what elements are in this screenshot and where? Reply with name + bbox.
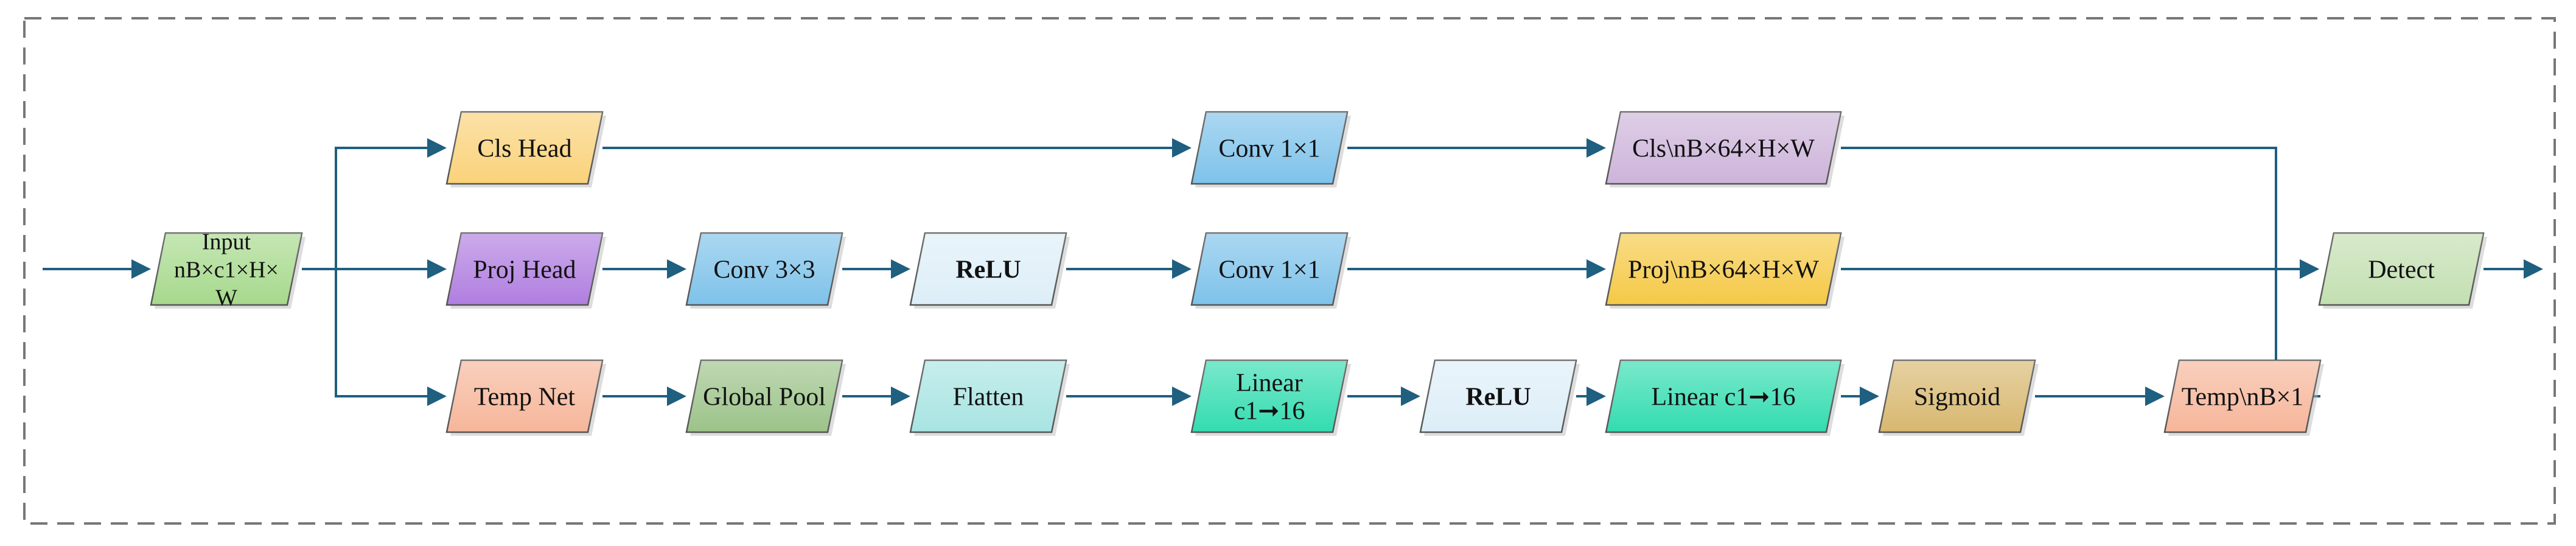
relu-bot-label: ReLU bbox=[1465, 383, 1531, 411]
diagram-frame bbox=[23, 17, 2556, 525]
node-temp-out: Temp\nB×1 bbox=[2163, 359, 2324, 436]
node-temp-net: Temp Net bbox=[445, 359, 606, 436]
global-pool-label: Global Pool bbox=[703, 383, 826, 411]
node-conv1-mid: Conv 1×1 bbox=[1190, 232, 1351, 309]
detect-label: Detect bbox=[2368, 256, 2435, 284]
node-relu-bot: ReLU bbox=[1419, 359, 1580, 436]
node-detect: Detect bbox=[2318, 232, 2487, 309]
node-conv3: Conv 3×3 bbox=[685, 232, 846, 309]
sigmoid-label: Sigmoid bbox=[1914, 383, 2000, 411]
conv1-mid-label: Conv 1×1 bbox=[1218, 256, 1320, 284]
node-cls-out: Cls\nB×64×H×W bbox=[1605, 111, 1845, 187]
conv3-label: Conv 3×3 bbox=[713, 256, 815, 284]
linear1-label: Linear bbox=[1236, 369, 1303, 397]
proj-head-label: Proj Head bbox=[473, 256, 576, 284]
cls-out-label: Cls\nB×64×H×W bbox=[1632, 135, 1815, 163]
node-cls-head: Cls Head bbox=[445, 111, 606, 187]
temp-out-label: Temp\nB×1 bbox=[2182, 383, 2303, 411]
input-label: Input bbox=[202, 229, 251, 254]
cls-head-label: Cls Head bbox=[477, 135, 571, 163]
temp-net-label: Temp Net bbox=[474, 383, 576, 411]
linear2-label: Linear c1➞16 bbox=[1652, 383, 1796, 411]
arrow-input-to-temp-net bbox=[302, 268, 447, 406]
proj-out-label: Proj\nB×64×H×W bbox=[1628, 256, 1819, 284]
node-relu-mid: ReLU bbox=[909, 232, 1070, 309]
node-conv1-top: Conv 1×1 bbox=[1190, 111, 1351, 187]
input-label: W bbox=[215, 285, 237, 310]
node-linear2: Linear c1➞16 bbox=[1605, 359, 1845, 436]
node-global-pool: Global Pool bbox=[685, 359, 846, 436]
node-flatten: Flatten bbox=[909, 359, 1070, 436]
flatten-label: Flatten bbox=[953, 383, 1024, 411]
arrow-input-to-cls-head bbox=[302, 138, 447, 270]
arrow-cls-out-to-detect bbox=[1841, 147, 2319, 279]
node-proj-head: Proj Head bbox=[445, 232, 606, 309]
node-proj-out: Proj\nB×64×H×W bbox=[1605, 232, 1845, 309]
input-label: nB×c1×H× bbox=[174, 257, 279, 282]
conv1-top-label: Conv 1×1 bbox=[1218, 135, 1320, 163]
linear1-label: c1➞16 bbox=[1234, 397, 1305, 425]
node-input: Input nB×c1×H× W bbox=[150, 229, 305, 310]
relu-mid-label: ReLU bbox=[955, 256, 1021, 284]
node-sigmoid: Sigmoid bbox=[1878, 359, 2039, 436]
